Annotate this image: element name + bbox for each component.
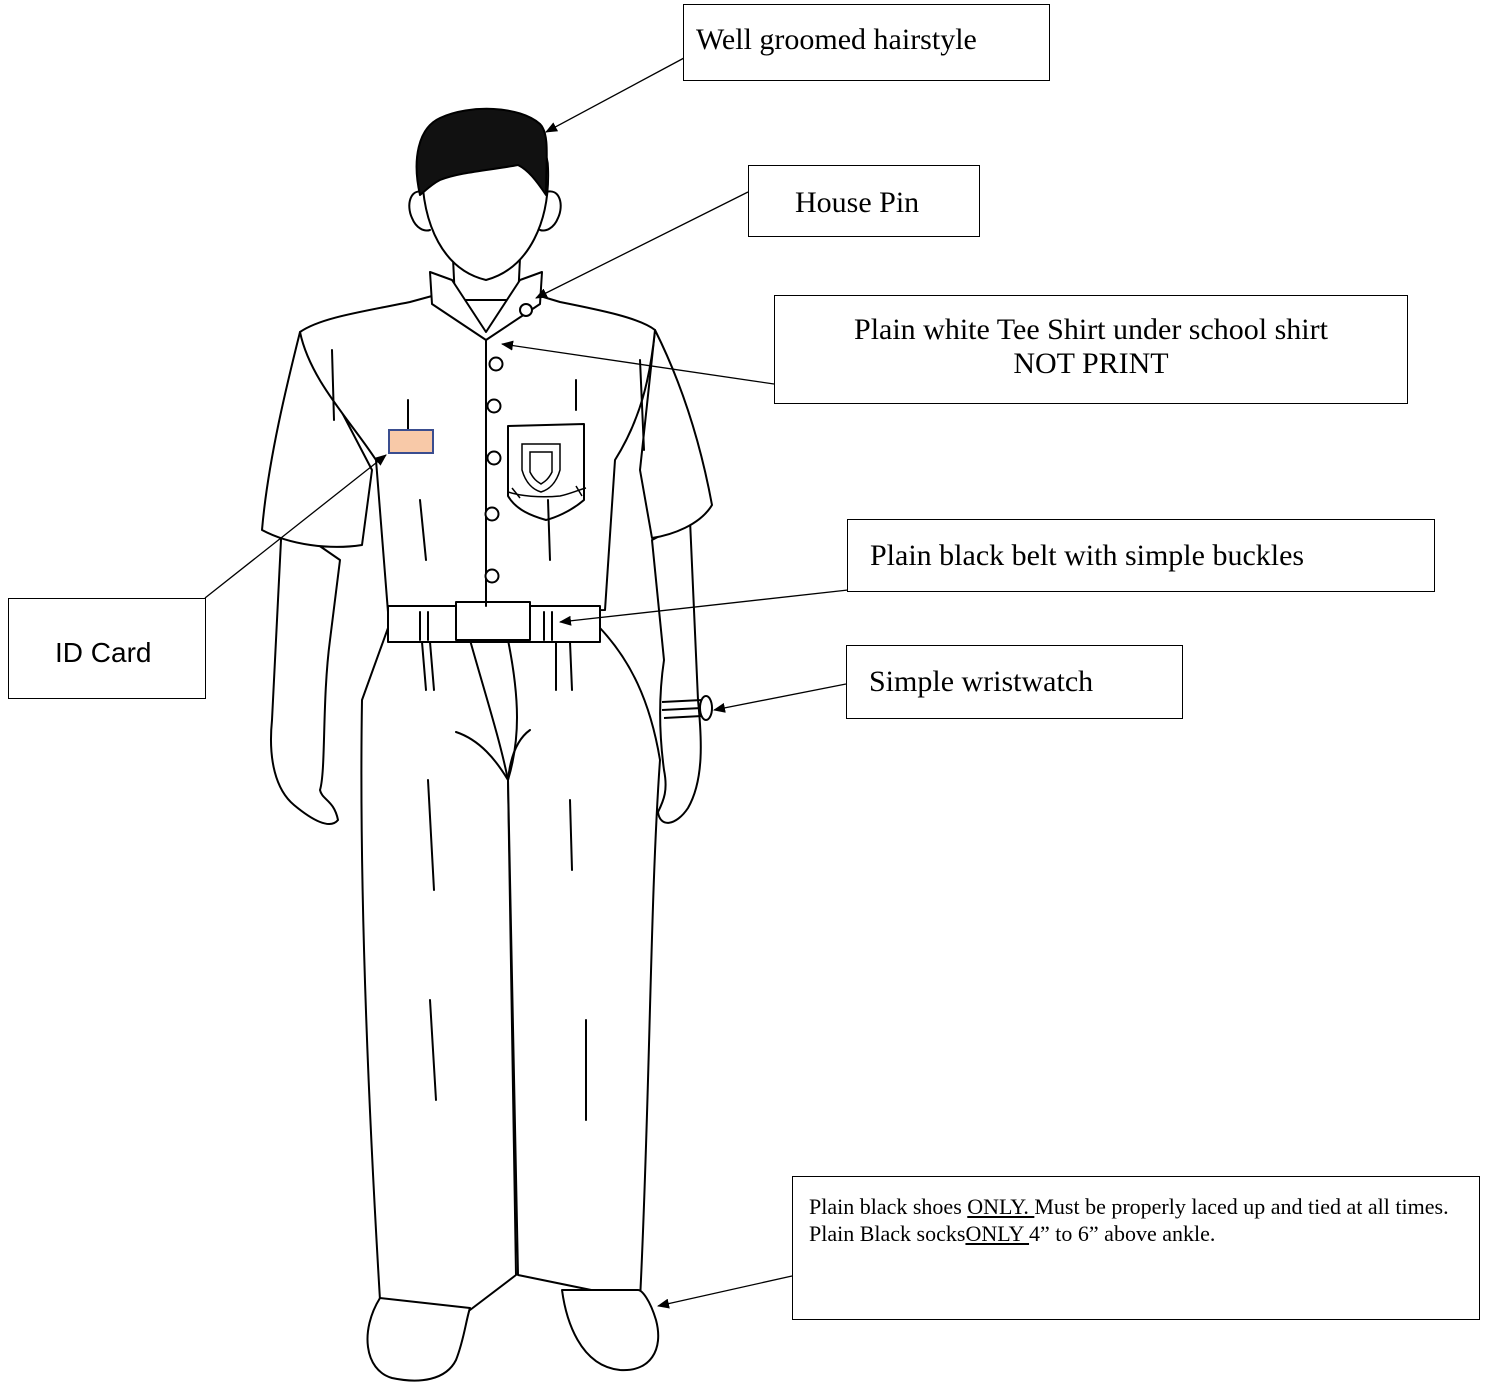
leader-id-card [204,454,387,599]
right-trouser-leg [507,627,661,1301]
shirt-button [484,568,500,584]
house-pin-label: House Pin [795,186,920,219]
shirt-button [486,450,502,466]
collar [429,271,543,341]
tee-shirt-label-line1: Plain white Tee Shirt under school shirt [854,313,1328,346]
shirt [299,295,656,613]
hairstyle-label: Well groomed hairstyle [696,23,977,56]
id-card-callout: ID Card [8,598,206,699]
right-sleeve [639,329,713,539]
left-trouser-leg [360,627,517,1311]
wristwatch-icon [661,695,713,721]
house-pin-callout: House Pin [748,165,980,237]
belt-callout: Plain black belt with simple buckles [847,519,1435,592]
belt-buckle [455,601,531,641]
shoes-text-3: 4” to 6” above ankle. [1029,1221,1216,1246]
right-arm [651,519,702,824]
shirt-button [486,398,502,414]
shoes-text-1: Plain black shoes [809,1194,968,1219]
shoes-callout: Plain black shoes ONLY. Must be properly… [792,1176,1480,1320]
right-shoe [561,1289,660,1372]
id-card-label: ID Card [55,637,152,668]
leader-hairstyle [545,57,685,133]
leader-house-pin [535,191,749,299]
leader-shoes [657,1275,793,1309]
shirt-pocket [507,423,585,521]
leader-tee-shirt [501,340,775,385]
wristwatch-callout: Simple wristwatch [846,645,1183,719]
school-crest-icon [507,443,587,499]
left-shoe [366,1297,471,1382]
wristwatch-label: Simple wristwatch [869,665,1094,698]
shirt-button [488,356,504,372]
hair [415,107,548,196]
shoes-text-2: Must be properly laced up and tied at al… [809,1194,1449,1246]
leader-wristwatch [713,683,847,713]
leader-belt [559,589,849,626]
left-sleeve [261,331,373,548]
hairstyle-callout: Well groomed hairstyle [683,4,1050,81]
shoes-text-only-2: ONLY [965,1221,1030,1246]
shirt-button [484,506,500,522]
tee-shirt-label-line2: NOT PRINT [1013,347,1169,380]
collar-button [519,303,533,317]
shoes-text-only-1: ONLY. [967,1194,1035,1219]
left-arm [270,519,341,825]
belt-label: Plain black belt with simple buckles [870,539,1305,572]
tee-shirt-callout: Plain white Tee Shirt under school shirt… [774,295,1408,404]
id-card-icon [388,429,434,454]
